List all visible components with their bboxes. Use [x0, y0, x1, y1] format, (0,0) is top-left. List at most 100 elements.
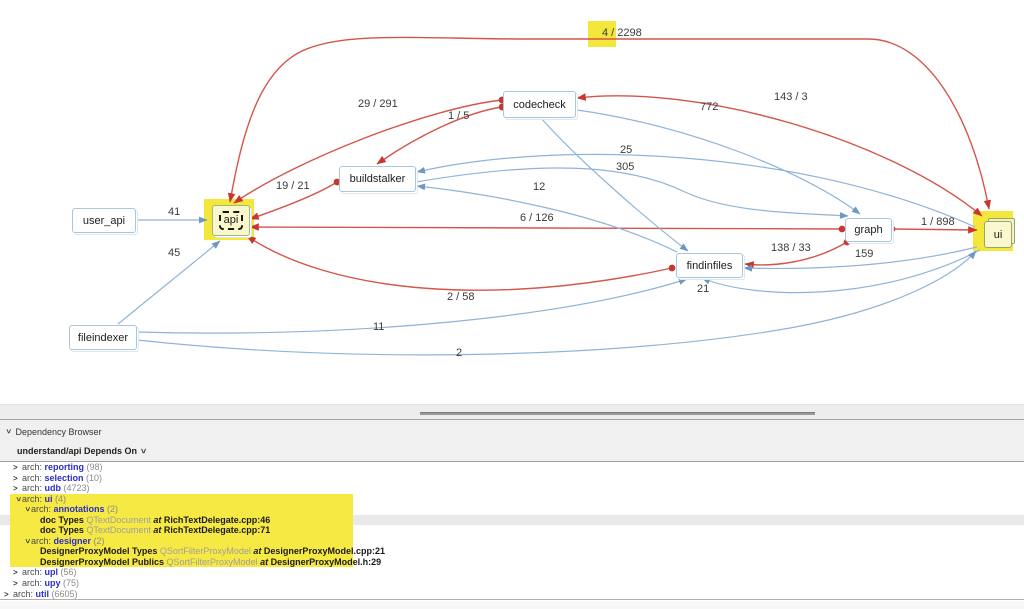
- tree-row[interactable]: >arch: designer (2): [0, 535, 1024, 547]
- edge-label[interactable]: 2: [456, 347, 463, 359]
- graph-edge-blue[interactable]: [136, 250, 977, 356]
- tree-row[interactable]: > arch: reporting (98): [0, 462, 1024, 473]
- graph-edge-blue[interactable]: [701, 249, 981, 294]
- edge-label[interactable]: 305: [616, 161, 635, 173]
- expand-chevron-icon[interactable]: >: [4, 589, 9, 599]
- node-buildstalker[interactable]: buildstalker: [339, 166, 416, 192]
- tree-row[interactable]: >arch: udb (4723): [0, 483, 1024, 494]
- edge-label[interactable]: 21: [697, 283, 710, 295]
- tree-text-plain: arch:: [22, 578, 45, 589]
- edge-label[interactable]: 2 / 58: [447, 291, 475, 303]
- tree-highlight-band: [10, 525, 353, 536]
- tree-text-count: (4723): [61, 483, 90, 494]
- node-codecheck[interactable]: codecheck: [503, 91, 576, 118]
- graph-edge-blue[interactable]: [576, 109, 861, 215]
- dependency-tree: > arch: reporting (98)>arch: selection (1…: [0, 462, 1024, 600]
- edge-label[interactable]: 772: [700, 101, 719, 113]
- tree-row[interactable]: >arch: util (6605): [0, 588, 1024, 599]
- tree-row[interactable]: >arch: upl (56): [0, 567, 1024, 578]
- graph-edge-blue[interactable]: [540, 117, 689, 252]
- tree-highlight-band: [10, 535, 353, 547]
- tree-row[interactable]: doc Types QTextDocument at RichTextDeleg…: [0, 525, 1024, 536]
- edge-label[interactable]: 41: [168, 206, 181, 218]
- tree-text-plain: arch:: [22, 462, 45, 472]
- tree-text-count: (4): [52, 493, 67, 504]
- graph-edge-blue[interactable]: [743, 246, 978, 272]
- graph-edge-red[interactable]: [888, 225, 978, 234]
- edge-label-highlight: [588, 21, 616, 47]
- tree-row[interactable]: >arch: ui (4): [0, 493, 1024, 505]
- edge-label[interactable]: 1 / 5: [448, 110, 470, 122]
- graph-edge-red[interactable]: [576, 93, 983, 217]
- node-label: codecheck: [513, 98, 566, 111]
- tree-row[interactable]: >arch: annotations (2): [0, 504, 1024, 515]
- edge-label[interactable]: 6 / 126: [520, 212, 554, 224]
- tree-text-at: at: [153, 514, 164, 525]
- edge-label[interactable]: 143 / 3: [774, 91, 808, 103]
- edge-label[interactable]: 11: [373, 321, 385, 333]
- tree-highlight-band: [10, 514, 353, 526]
- graph-edge-red[interactable]: [246, 235, 676, 291]
- collapse-chevron-icon[interactable]: >: [4, 428, 13, 434]
- dropdown-chevron-icon[interactable]: >: [138, 448, 149, 454]
- tree-row[interactable]: doc Types QTextDocument at RichTextDeleg…: [0, 514, 1024, 526]
- tree-text-count: (6605): [49, 588, 78, 599]
- depends-on-selector[interactable]: understand/api Depends On>: [17, 446, 149, 456]
- node-fileindexer[interactable]: fileindexer: [69, 325, 137, 350]
- tree-text-file: RichTextDelegate.cpp:71: [163, 525, 271, 536]
- graph-edge-blue[interactable]: [416, 183, 678, 253]
- edge-label[interactable]: 25: [620, 144, 633, 156]
- tree-text-at: at: [260, 556, 271, 567]
- horizontal-scrollbar-track[interactable]: [0, 404, 1024, 419]
- node-user_api[interactable]: user_api: [72, 208, 136, 233]
- edge-label[interactable]: 159: [855, 248, 874, 260]
- tree-text-file: DesignerProxyModel.cpp:21: [263, 546, 385, 557]
- graph-edges: [117, 36, 992, 356]
- tree-text-link: reporting: [44, 462, 85, 472]
- node-label: findinfiles: [686, 259, 733, 272]
- expand-chevron-icon[interactable]: >: [13, 463, 18, 472]
- node-graph[interactable]: graph: [845, 218, 892, 242]
- edge-label[interactable]: 138 / 33: [771, 242, 811, 254]
- graph-edge-blue[interactable]: [136, 278, 688, 334]
- expand-chevron-icon[interactable]: >: [13, 484, 18, 494]
- graph-edge-blue[interactable]: [416, 153, 976, 228]
- graph-edge-red[interactable]: [249, 178, 341, 220]
- tree-text-count: (98): [84, 462, 103, 472]
- edge-label[interactable]: 29 / 291: [358, 98, 398, 110]
- tree-row[interactable]: DesignerProxyModel Publics QSortFilterPr…: [0, 556, 1024, 568]
- tree-text-type: QSortFilterProxyModel: [159, 546, 254, 557]
- graph-edge-blue[interactable]: [415, 167, 849, 219]
- edge-label[interactable]: 4 / 2298: [602, 27, 642, 39]
- node-label: user_api: [82, 214, 126, 227]
- node-api[interactable]: api: [212, 205, 250, 236]
- footer-strip: [0, 601, 1024, 609]
- edge-label[interactable]: 19 / 21: [276, 180, 310, 192]
- expand-chevron-icon[interactable]: >: [13, 473, 18, 483]
- dependency-graph-canvas[interactable]: user_api api fileindexer buildstalker codech…: [0, 0, 1024, 404]
- graph-edge-blue[interactable]: [117, 240, 221, 325]
- tree-text-plain: arch:: [22, 483, 45, 494]
- tree-row[interactable]: >arch: selection (10): [0, 473, 1024, 484]
- edge-label[interactable]: 12: [533, 181, 546, 193]
- tree-text-link: annotations: [53, 504, 105, 515]
- tree-text-file: RichTextDelegate.cpp:46: [163, 514, 271, 525]
- graph-edge-red[interactable]: [744, 238, 851, 269]
- expand-chevron-icon[interactable]: >: [13, 568, 18, 578]
- horizontal-scrollbar-thumb[interactable]: [420, 412, 815, 415]
- expand-chevron-icon[interactable]: >: [13, 579, 18, 589]
- node-ui[interactable]: ui: [984, 218, 1015, 248]
- tree-row[interactable]: >arch: upy (75): [0, 578, 1024, 589]
- graph-edge-red[interactable]: [249, 223, 846, 233]
- tree-row[interactable]: DesignerProxyModel Types QSortFilterProx…: [0, 546, 1024, 557]
- node-label: graph: [854, 224, 883, 236]
- node-findinfiles[interactable]: findinfiles: [676, 253, 743, 278]
- node-label: fileindexer: [77, 331, 129, 344]
- tree-text-plain: arch:: [22, 567, 45, 578]
- tree-text-bold: DesignerProxyModel Types: [40, 546, 160, 557]
- edge-label[interactable]: 45: [168, 247, 181, 259]
- graph-edge-red[interactable]: [376, 103, 506, 165]
- tree-text-link: upy: [44, 578, 61, 589]
- edge-label[interactable]: 1 / 898: [921, 216, 955, 228]
